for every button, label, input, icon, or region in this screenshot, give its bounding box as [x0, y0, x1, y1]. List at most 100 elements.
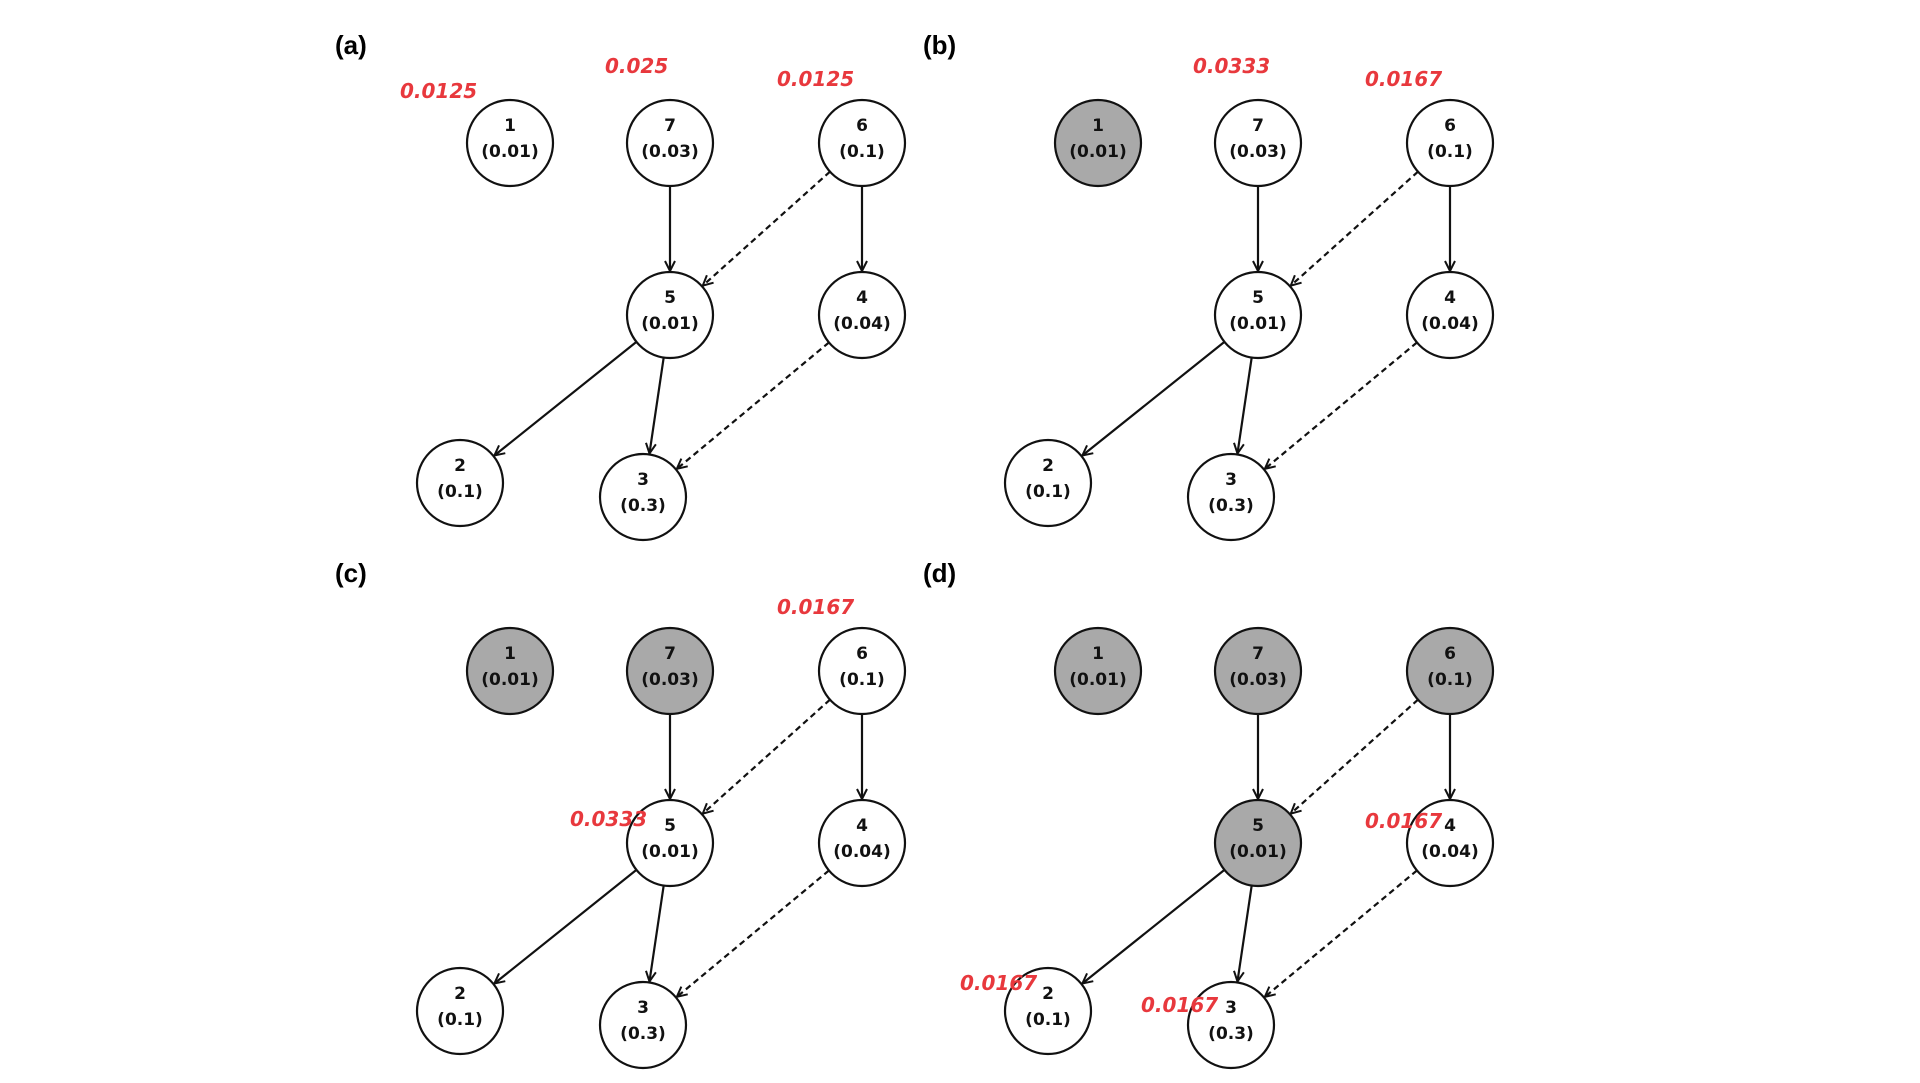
edge-6-5 [1291, 170, 1419, 286]
node-value-label: (0.3) [1208, 496, 1254, 516]
edge-5-2 [1082, 341, 1226, 456]
edge-5-2 [494, 341, 638, 456]
node-3: 3 (0.3) [1186, 980, 1276, 1070]
node-2: 2(0.1) [415, 438, 505, 528]
edge-6-5 [703, 170, 831, 286]
node-id-label: 7 [664, 116, 676, 136]
node-value-label: (0.04) [833, 314, 890, 334]
node-id-label: 6 [1444, 644, 1456, 664]
node-id-label: 3 [637, 470, 649, 490]
edge-4-3 [677, 869, 830, 996]
node-id-label: 3 [1225, 998, 1237, 1018]
node-circle [1405, 626, 1495, 716]
node-4: 4(0.04) [817, 798, 907, 888]
node-id-label: 4 [1444, 288, 1456, 308]
node-value-label: (0.03) [1229, 670, 1286, 690]
node-id-label: 6 [856, 116, 868, 136]
node-circle [1213, 270, 1303, 360]
node-circle [465, 98, 555, 188]
node-circle [1053, 626, 1143, 716]
annotation-1: 0.0125 [400, 79, 477, 103]
edge-5-3 [1237, 885, 1253, 982]
node-1: 1(0.01) [1053, 626, 1143, 716]
panel-0: (a)1(0.01)7(0.03)6(0.1)5(0.01)4(0.04)2(0… [330, 30, 920, 555]
annotation-6: 0.0167 [1365, 67, 1442, 91]
node-value-label: (0.1) [839, 670, 885, 690]
node-6: 6 (0.1) [1405, 98, 1495, 188]
node-id-label: 4 [1444, 816, 1456, 836]
graph-svg: 1(0.01)7(0.03)6(0.1)5(0.01)4(0.04)2(0.1)… [960, 626, 1495, 1070]
node-id-label: 5 [664, 816, 676, 836]
node-7: 7 (0.03) [1213, 626, 1303, 716]
node-id-label: 7 [1252, 644, 1264, 664]
edge-5-3 [649, 885, 665, 982]
node-id-label: 2 [1042, 984, 1054, 1004]
node-4: 4 (0.04) [1405, 270, 1495, 360]
edge-5-2 [1082, 869, 1226, 984]
node-circle [1003, 438, 1093, 528]
edge-4-3 [1265, 341, 1418, 468]
node-circle [598, 452, 688, 542]
node-id-label: 2 [454, 984, 466, 1004]
node-circle [465, 626, 555, 716]
node-circle [1003, 966, 1093, 1056]
node-circle [625, 98, 715, 188]
node-1: 1(0.01) [465, 98, 555, 188]
node-3: 3(0.3) [1186, 452, 1276, 542]
node-circle [415, 438, 505, 528]
node-value-label: (0.01) [641, 842, 698, 862]
node-circle [1405, 98, 1495, 188]
node-2: 2 (0.1) [1003, 966, 1093, 1056]
node-4: 4 (0.04) [1405, 798, 1495, 888]
node-7: 7(0.03) [1213, 98, 1303, 188]
annotation-2: 0.0167 [960, 971, 1037, 995]
node-circle [415, 966, 505, 1056]
node-id-label: 5 [1252, 816, 1264, 836]
node-7: 7 (0.03) [625, 98, 715, 188]
edge-6-5 [1291, 698, 1419, 814]
node-circle [625, 798, 715, 888]
node-value-label: (0.03) [641, 670, 698, 690]
node-id-label: 6 [856, 644, 868, 664]
node-id-label: 7 [1252, 116, 1264, 136]
graph-svg: 1(0.01)7(0.03)6(0.1)5(0.01)4(0.04)2(0.1)… [400, 54, 907, 542]
node-value-label: (0.3) [1208, 1024, 1254, 1044]
node-value-label: (0.1) [1025, 482, 1071, 502]
node-value-label: (0.01) [481, 142, 538, 162]
node-id-label: 1 [504, 644, 516, 664]
annotation-6: 0.0125 [777, 67, 854, 91]
node-value-label: (0.3) [620, 496, 666, 516]
edge-4-3 [677, 341, 830, 468]
node-id-label: 2 [1042, 456, 1054, 476]
panel-label: (d) [923, 558, 957, 588]
edge-5-3 [1237, 357, 1253, 454]
node-value-label: (0.1) [1025, 1010, 1071, 1030]
node-5: 5(0.01) [1213, 270, 1303, 360]
node-circle [817, 270, 907, 360]
panel-label: (c) [335, 558, 367, 588]
node-value-label: (0.01) [481, 670, 538, 690]
node-3: 3 (0.3) [598, 452, 688, 542]
node-id-label: 1 [1092, 116, 1104, 136]
node-circle [1053, 98, 1143, 188]
annotation-4: 0.0167 [1365, 809, 1442, 833]
node-6: 6 (0.1) [1405, 626, 1495, 716]
panel-3: (d)1(0.01)7(0.03)6(0.1)5(0.01)4(0.04)2(0… [918, 558, 1508, 1083]
node-circle [1213, 98, 1303, 188]
node-6: 6(0.1) [817, 98, 907, 188]
node-id-label: 4 [856, 816, 868, 836]
node-6: 6 (0.1) [817, 626, 907, 716]
node-id-label: 6 [1444, 116, 1456, 136]
node-7: 7(0.03) [625, 626, 715, 716]
panel-label: (a) [335, 30, 367, 60]
node-value-label: (0.1) [1427, 670, 1473, 690]
node-value-label: (0.03) [641, 142, 698, 162]
node-value-label: (0.04) [1421, 314, 1478, 334]
panel-label: (b) [923, 30, 957, 60]
graph-svg: 1 (0.01) 7(0.03) 6 (0.1) 5 (0.01) 4(0.04) 2 (0.1)… [415, 595, 907, 1070]
node-value-label: (0.04) [1421, 842, 1478, 862]
node-circle [1213, 626, 1303, 716]
node-value-label: (0.1) [1427, 142, 1473, 162]
